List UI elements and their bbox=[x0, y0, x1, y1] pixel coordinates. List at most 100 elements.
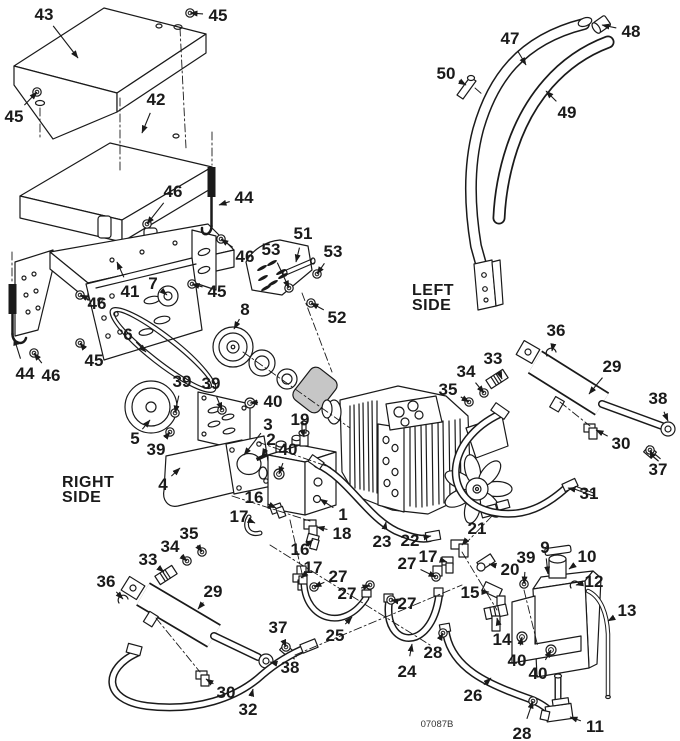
leader-line-12 bbox=[575, 580, 584, 587]
leader-line-14 bbox=[495, 617, 502, 626]
callout-40: 40 bbox=[508, 651, 527, 670]
callout-7: 7 bbox=[148, 274, 157, 293]
leader-line-45 bbox=[79, 342, 88, 351]
leader-line-4 bbox=[170, 467, 181, 477]
callout-25: 25 bbox=[326, 626, 345, 645]
leader-line-17 bbox=[438, 556, 448, 563]
leader-line-30 bbox=[595, 429, 608, 437]
callout-51: 51 bbox=[294, 224, 313, 243]
leader-line-27 bbox=[313, 581, 325, 588]
leader-line-51 bbox=[294, 247, 301, 263]
callout-17: 17 bbox=[230, 507, 249, 526]
assembly-lines bbox=[11, 27, 591, 673]
leader-line-13 bbox=[607, 614, 616, 622]
callout-38: 38 bbox=[281, 658, 300, 677]
callout-29: 29 bbox=[603, 357, 622, 376]
callout-34: 34 bbox=[161, 537, 180, 556]
leader-line-19 bbox=[299, 429, 306, 438]
callout-46: 46 bbox=[88, 294, 107, 313]
belt-cover-plate bbox=[245, 239, 316, 296]
callout-40: 40 bbox=[279, 440, 298, 459]
leader-line-7 bbox=[159, 287, 168, 296]
leader-line-46 bbox=[33, 352, 43, 364]
hose-23-chain bbox=[307, 454, 509, 632]
callout-1: 1 bbox=[338, 505, 347, 524]
callout-50: 50 bbox=[437, 64, 456, 83]
callout-24: 24 bbox=[398, 662, 417, 681]
callout-16: 16 bbox=[291, 540, 310, 559]
leader-line-11 bbox=[569, 716, 582, 723]
leader-line-52 bbox=[310, 302, 325, 311]
callout-31: 31 bbox=[580, 484, 599, 503]
engine-block bbox=[321, 385, 513, 524]
callout-21: 21 bbox=[468, 519, 487, 538]
leader-line-6 bbox=[135, 341, 147, 353]
leader-line-42 bbox=[141, 112, 151, 134]
leader-line-33 bbox=[156, 564, 165, 573]
callout-32: 32 bbox=[239, 700, 258, 719]
leader-line-17 bbox=[246, 517, 256, 524]
callout-37: 37 bbox=[649, 460, 668, 479]
callout-36: 36 bbox=[97, 572, 116, 591]
callout-29: 29 bbox=[204, 582, 223, 601]
leader-line-31 bbox=[567, 486, 576, 493]
leader-line-5 bbox=[141, 419, 151, 430]
leader-line-21 bbox=[461, 537, 470, 546]
leader-line-41 bbox=[116, 261, 125, 278]
leader-line-29 bbox=[588, 377, 603, 395]
callout-39: 39 bbox=[517, 548, 536, 567]
callout-13: 13 bbox=[618, 601, 637, 620]
leader-line-17 bbox=[300, 570, 309, 579]
callout-41: 41 bbox=[121, 282, 140, 301]
callout-26: 26 bbox=[464, 686, 483, 705]
callout-10: 10 bbox=[578, 547, 597, 566]
leader-line-24 bbox=[407, 643, 414, 657]
seat-cushion-bottom bbox=[19, 133, 213, 243]
callout-40: 40 bbox=[529, 664, 548, 683]
leader-line-38 bbox=[269, 660, 279, 667]
callout-30: 30 bbox=[217, 683, 236, 702]
callout-5: 5 bbox=[130, 429, 139, 448]
leader-line-18 bbox=[316, 525, 328, 532]
leader-line-53 bbox=[316, 262, 325, 275]
callout-20: 20 bbox=[501, 560, 520, 579]
callout-52: 52 bbox=[328, 308, 347, 327]
leader-line-28 bbox=[436, 632, 444, 642]
callout-15: 15 bbox=[461, 583, 480, 602]
hoses-24-25 bbox=[292, 556, 454, 642]
leader-line-16 bbox=[267, 501, 277, 509]
leader-line-39 bbox=[216, 396, 223, 411]
leader-line-34 bbox=[179, 553, 188, 562]
callout-22: 22 bbox=[401, 531, 420, 550]
callout-3: 3 bbox=[263, 415, 272, 434]
leader-line-25 bbox=[344, 616, 353, 625]
leader-line-32 bbox=[248, 688, 255, 698]
callout-34: 34 bbox=[457, 362, 476, 381]
leader-line-45 bbox=[23, 91, 38, 106]
callout-35: 35 bbox=[439, 380, 458, 399]
leader-line-40 bbox=[517, 636, 524, 646]
callout-39: 39 bbox=[202, 374, 221, 393]
leader-line-38 bbox=[662, 411, 669, 422]
leader-lines bbox=[13, 10, 669, 723]
callout-46: 46 bbox=[42, 366, 61, 385]
callout-27: 27 bbox=[398, 554, 417, 573]
callout-12: 12 bbox=[585, 572, 604, 591]
callout-48: 48 bbox=[622, 22, 641, 41]
leader-line-34 bbox=[475, 382, 485, 394]
leader-line-20 bbox=[488, 562, 497, 569]
callout-2: 2 bbox=[266, 430, 275, 449]
callout-39: 39 bbox=[147, 440, 166, 459]
leader-line-35 bbox=[460, 395, 470, 403]
callout-46: 46 bbox=[236, 247, 255, 266]
callout-28: 28 bbox=[513, 724, 532, 741]
leader-line-35 bbox=[195, 544, 203, 553]
leader-line-36 bbox=[550, 343, 557, 352]
pump-bracket bbox=[163, 391, 273, 507]
leader-line-10 bbox=[568, 562, 577, 570]
leader-line-2 bbox=[261, 447, 269, 457]
leader-line-47 bbox=[517, 50, 527, 66]
callout-33: 33 bbox=[484, 349, 503, 368]
leader-line-53 bbox=[276, 262, 290, 289]
